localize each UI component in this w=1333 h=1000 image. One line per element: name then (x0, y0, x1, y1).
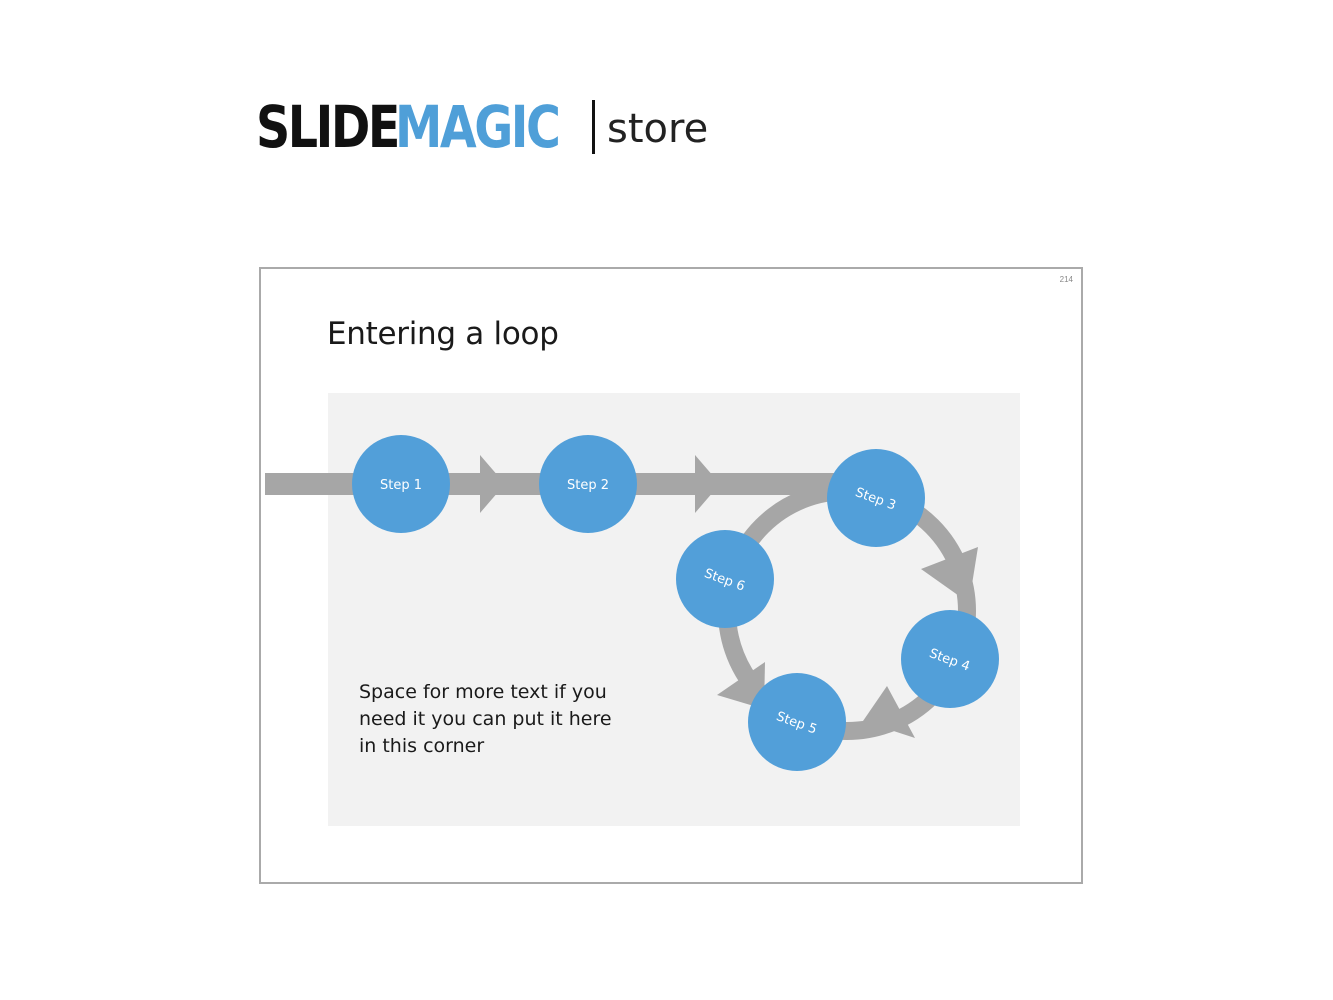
slide-number: 214 (1059, 275, 1073, 284)
step-4-node: Step 4 (901, 610, 999, 708)
step-3-node: Step 3 (827, 449, 925, 547)
loop-arrowhead-2 (863, 686, 915, 738)
loop-diagram: Step 1 Step 2 Step 3 Step 4 Step 5 Step … (265, 435, 999, 771)
slide-title: Entering a loop (327, 316, 559, 352)
loop-arrowhead-3 (717, 662, 765, 709)
logo-magic-text: MAGIC (395, 93, 561, 161)
step-1-label: Step 1 (380, 478, 422, 493)
logo-divider (592, 100, 595, 154)
step-6-node: Step 6 (676, 530, 774, 628)
logo-slide-text: SLIDE (256, 93, 400, 161)
arrowhead-1 (480, 455, 505, 513)
arrowhead-2 (695, 455, 720, 513)
loop-arrowhead-1 (921, 547, 978, 603)
note-text: Space for more text if you need it you c… (359, 681, 612, 757)
step-2-node: Step 2 (539, 435, 637, 533)
step-2-label: Step 2 (567, 478, 609, 493)
logo-store-text: store (607, 106, 709, 152)
step-1-node: Step 1 (352, 435, 450, 533)
slide-preview: 214 Entering a loop Step 1 Step 2 Step 3… (259, 267, 1083, 884)
slidemagic-logo: SLIDE MAGIC store (256, 92, 708, 162)
step-5-node: Step 5 (748, 673, 846, 771)
